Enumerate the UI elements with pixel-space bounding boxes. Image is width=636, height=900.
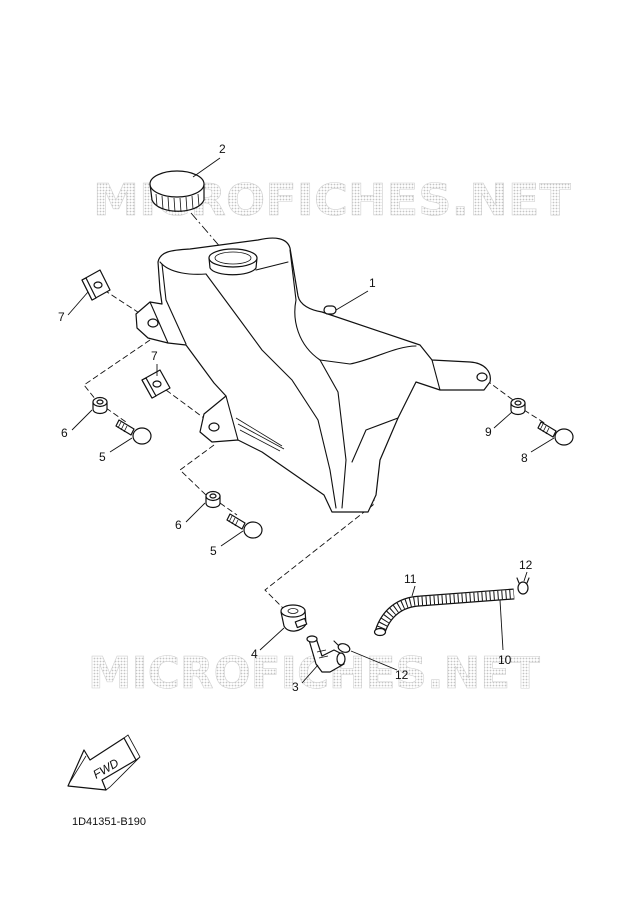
fwd-arrow-shape — [67, 737, 137, 791]
callout-10: 10 — [498, 653, 512, 667]
callout-7-top: 7 — [58, 310, 65, 324]
fuel-cap-ridges — [155, 193, 200, 213]
callout-2: 2 — [219, 142, 226, 156]
hose-clamp-upper — [516, 577, 530, 595]
fuel-cap — [149, 170, 205, 213]
tank-face-crease — [205, 273, 337, 509]
left-tab-guide-line — [83, 339, 151, 401]
fuel-hose-end — [373, 627, 387, 637]
fuel-tank-body — [135, 237, 491, 513]
callout-1: 1 — [369, 276, 376, 290]
fuel-hose — [373, 588, 515, 637]
callout-4: 4 — [251, 647, 258, 661]
tank-right-tab-edge — [431, 359, 441, 391]
diagram-code: 1D41351-B190 — [72, 816, 146, 828]
fuel-cock — [280, 604, 308, 632]
left-tab-hole — [147, 318, 159, 328]
elbow-fitting — [306, 635, 346, 673]
tank-lower-tab-hatching — [235, 417, 285, 452]
bolt-top — [115, 419, 152, 445]
tank-lower-tab-edge — [225, 395, 239, 441]
washer-lower — [205, 490, 221, 509]
tank-rear-contour — [351, 417, 399, 463]
tank-vent-nipple — [323, 305, 337, 315]
tank-top-edge — [159, 261, 207, 275]
tank-left-tab-edge — [149, 301, 169, 344]
callout-12-lower: 12 — [395, 668, 409, 682]
leader-lines — [67, 157, 555, 684]
callout-labels: 2 1 7 7 6 5 6 5 9 8 12 11 10 4 3 12 — [58, 142, 533, 694]
fuel-cap-top — [149, 170, 205, 198]
hose-clamp-lower — [333, 640, 351, 653]
callout-9: 9 — [485, 425, 492, 439]
tank-front-edge — [161, 263, 187, 345]
bolt-lower — [226, 513, 263, 539]
bolt-right — [537, 421, 574, 446]
callout-6-lower: 6 — [175, 518, 182, 532]
washer-bolt-right-guide-line — [523, 409, 547, 425]
callout-11: 11 — [404, 572, 417, 586]
callout-6-top: 6 — [61, 426, 68, 440]
tank-lower-contour — [319, 359, 347, 509]
callout-12-upper: 12 — [519, 558, 533, 572]
clip-nut-top — [81, 269, 111, 301]
tank-top-right-edge — [255, 261, 289, 271]
fuel-tank — [135, 237, 491, 513]
right-tab-guide-line — [485, 379, 514, 401]
callout-3: 3 — [292, 680, 299, 694]
washer-right — [510, 397, 526, 416]
callout-5-lower: 5 — [210, 544, 217, 558]
callout-5-top: 5 — [99, 450, 106, 464]
lower-tab-guide-line — [179, 444, 215, 496]
washer-bolt-top-guide-line — [105, 407, 127, 423]
callout-8: 8 — [521, 451, 528, 465]
lower-tab-hole — [208, 422, 220, 432]
callout-7-lower: 7 — [151, 349, 158, 363]
forward-direction-arrow: FWD — [67, 734, 141, 791]
right-tab-hole — [476, 372, 488, 382]
washer-bolt-lower-guide-line — [219, 502, 238, 516]
washer-top — [92, 396, 108, 415]
clip-nut-lower — [141, 369, 171, 399]
